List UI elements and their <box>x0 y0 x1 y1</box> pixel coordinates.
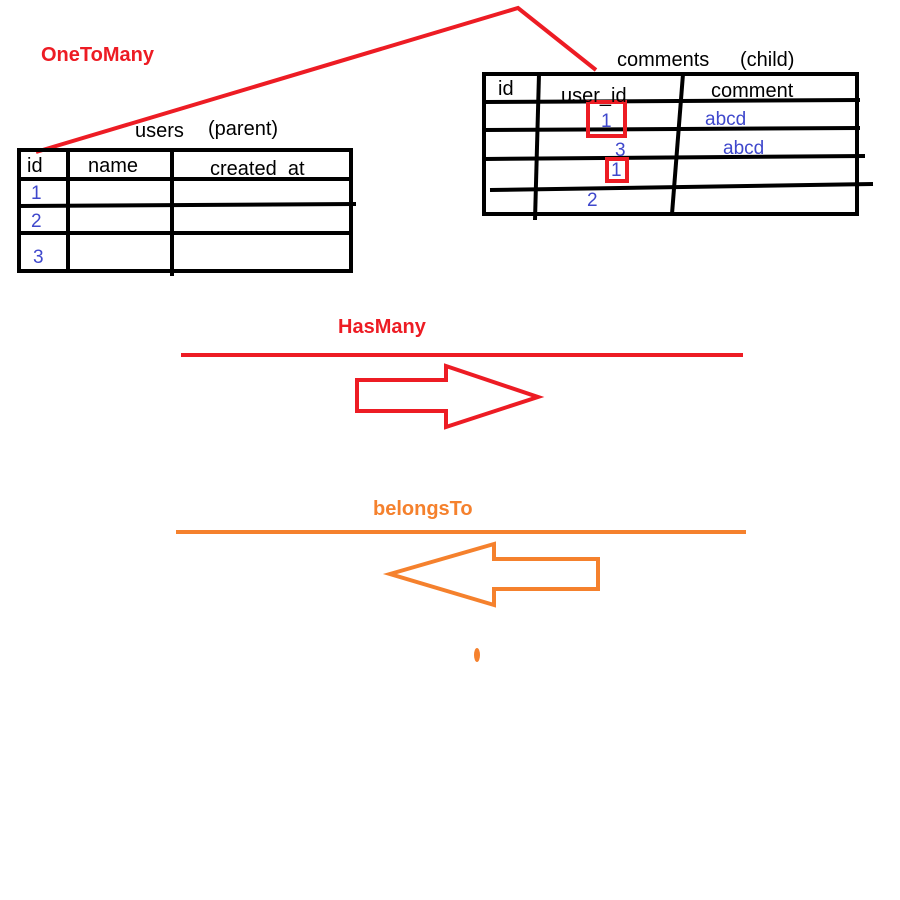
users-id-cell: 3 <box>33 247 44 268</box>
users-col-name: name <box>88 155 139 177</box>
left-arrow-icon <box>382 541 600 608</box>
comments-comment-cell: abcd <box>723 138 765 159</box>
highlight-box <box>605 157 629 183</box>
users-col-created-at: created_at <box>210 158 305 180</box>
users-table-grid <box>17 148 357 276</box>
relation-connector <box>35 5 598 154</box>
comments-col-user-id: user_id <box>561 85 627 107</box>
users-id-cell: 2 <box>31 211 42 232</box>
comments-col-comment: comment <box>711 80 794 102</box>
belongs-to-label: belongsTo <box>373 498 473 520</box>
comments-col-id: id <box>498 78 514 100</box>
right-arrow-icon <box>355 363 545 430</box>
comments-table-role: (child) <box>740 49 795 71</box>
highlight-box <box>586 100 627 138</box>
comments-comment-cell: abcd <box>705 109 747 130</box>
users-col-id: id <box>27 155 43 177</box>
has-many-label: HasMany <box>338 316 426 338</box>
page-title: OneToMany <box>41 44 154 66</box>
comments-table-name: comments <box>617 49 710 71</box>
comments-user-id-cell: 1 <box>601 111 612 132</box>
comments-user-id-cell: 2 <box>587 190 598 211</box>
users-id-cell: 1 <box>31 183 42 204</box>
comments-user-id-cell: 3 <box>615 140 626 161</box>
comments-table-grid <box>482 72 874 221</box>
users-table-name: users <box>135 120 184 142</box>
comments-user-id-cell: 1 <box>611 160 622 181</box>
stray-dot <box>474 648 480 662</box>
users-table-role: (parent) <box>208 118 279 140</box>
